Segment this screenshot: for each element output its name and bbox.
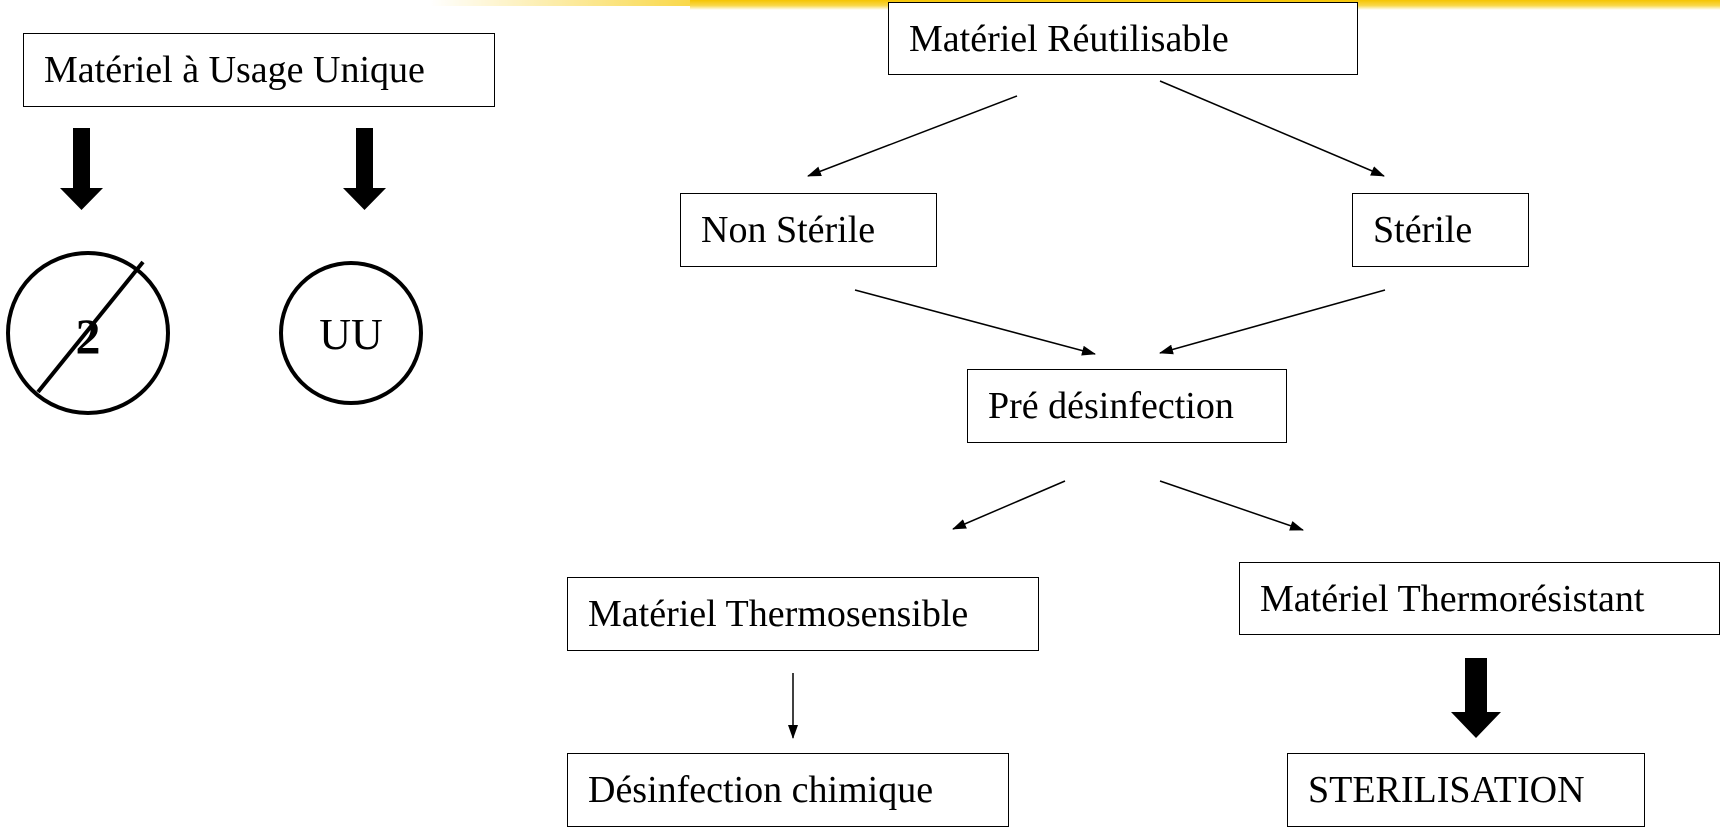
single-use-material-label: Matériel à Usage Unique (44, 49, 425, 91)
pre-disinfection-box: Pré désinfection (967, 369, 1287, 443)
arrow-predis-to-thermoresistant (1159, 480, 1304, 531)
sterile-label: Stérile (1373, 209, 1473, 251)
block-arrow-down-icon (1451, 658, 1501, 738)
thermoresistant-material-label: Matériel Thermorésistant (1260, 577, 1645, 620)
thermosensitive-material-label: Matériel Thermosensible (588, 593, 969, 635)
thermosensitive-material-box: Matériel Thermosensible (567, 577, 1039, 651)
chemical-disinfection-box: Désinfection chimique (567, 753, 1009, 827)
reusable-material-box: Matériel Réutilisable (888, 2, 1358, 75)
sterilisation-label: STERILISATION (1308, 769, 1585, 811)
sterilisation-box: STERILISATION (1287, 753, 1645, 827)
arrow-root-to-sterile (1159, 80, 1385, 177)
no-reuse-circle (6, 251, 170, 415)
arrow-predis-to-thermosensible (952, 480, 1066, 530)
top-accent-fade (430, 0, 690, 6)
arrow-sterile-to-predis (1159, 289, 1386, 355)
pre-disinfection-label: Pré désinfection (988, 385, 1234, 427)
block-arrow-down-icon (343, 128, 386, 210)
single-use-circle (279, 261, 423, 405)
sterile-box: Stérile (1352, 193, 1529, 267)
block-arrow-down-icon (60, 128, 103, 210)
non-sterile-box: Non Stérile (680, 193, 937, 267)
no-reuse-symbol-text: 2 (75, 308, 101, 364)
non-sterile-label: Non Stérile (701, 209, 876, 251)
single-use-symbol-text: UU (319, 310, 383, 359)
chemical-disinfection-label: Désinfection chimique (588, 769, 934, 811)
no-reuse-slash (36, 260, 145, 394)
arrow-root-to-nonsterile (807, 95, 1018, 177)
reusable-material-label: Matériel Réutilisable (909, 17, 1229, 60)
arrow-nonsterile-to-predis (854, 289, 1096, 356)
thermoresistant-material-box: Matériel Thermorésistant (1239, 562, 1720, 635)
single-use-material-box: Matériel à Usage Unique (23, 33, 495, 107)
